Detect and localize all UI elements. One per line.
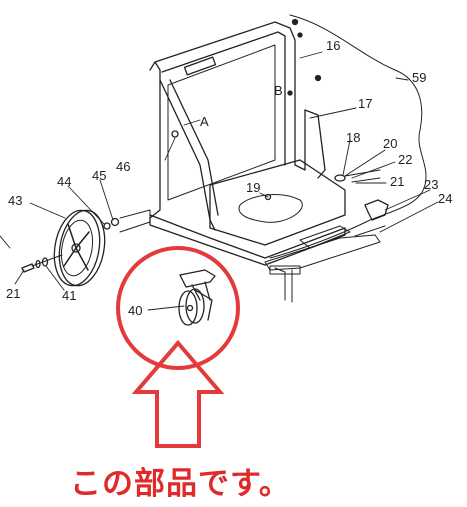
label-19: 19	[246, 180, 260, 195]
label-43: 43	[8, 193, 22, 208]
label-B: B	[274, 83, 283, 98]
caster-wheel	[178, 269, 216, 326]
label-21-left: 21	[6, 286, 20, 301]
wheel	[53, 209, 106, 287]
label-18: 18	[346, 130, 360, 145]
caption-text: この部品です。	[70, 466, 291, 502]
label-A: A	[200, 114, 209, 129]
base-plate	[209, 159, 346, 246]
label-45: 45	[92, 168, 106, 183]
label-22: 22	[398, 152, 412, 167]
label-20: 20	[383, 136, 397, 151]
highlight-circle	[116, 246, 240, 370]
washer-44	[103, 222, 111, 230]
bolt-19	[264, 193, 272, 201]
label-40: 40	[128, 303, 142, 318]
label-59: 59	[412, 70, 426, 85]
label-23: 23	[424, 177, 438, 192]
label-41: 41	[62, 288, 76, 303]
back-panel	[167, 44, 276, 201]
label-44: 44	[57, 174, 71, 189]
highlight-arrow	[131, 339, 225, 448]
boundary-outline	[269, 14, 427, 259]
handle-frame	[149, 21, 306, 171]
washer-45	[110, 217, 120, 227]
nut-20	[334, 174, 346, 182]
grip-slot	[183, 56, 217, 76]
bolt-46	[171, 130, 179, 138]
clamp-23	[364, 199, 389, 221]
label-21-right: 21	[390, 174, 404, 189]
label-24: 24	[438, 191, 452, 206]
label-17: 17	[358, 96, 372, 111]
label-46: 46	[116, 159, 130, 174]
label-16: 16	[326, 38, 340, 53]
